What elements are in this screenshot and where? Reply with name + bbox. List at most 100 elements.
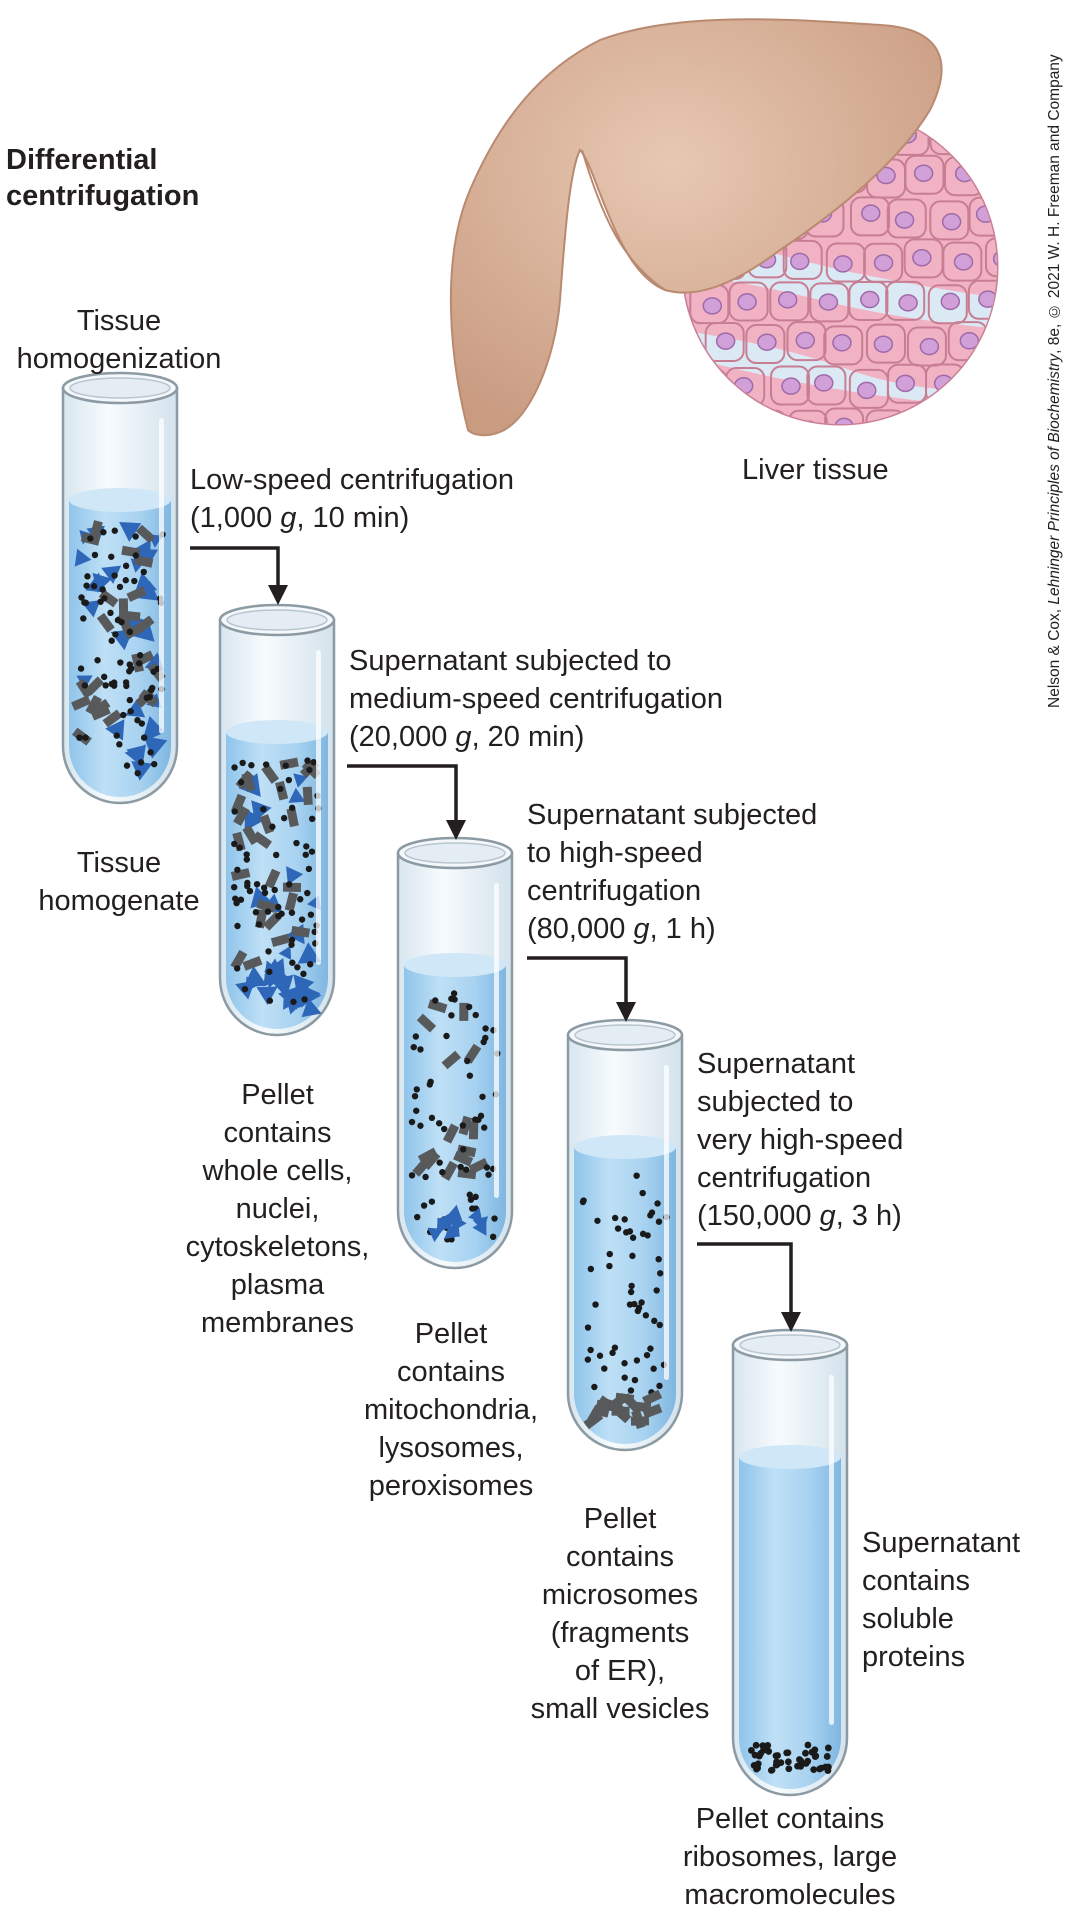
cell-nucleus xyxy=(715,332,736,350)
organelle-particle xyxy=(96,612,115,633)
nucleus-particle xyxy=(119,522,142,542)
small-particle xyxy=(824,1744,832,1752)
organelle-particle xyxy=(90,705,111,721)
hepatocyte-cell xyxy=(787,409,828,424)
tube1-top-label: Tissue homogenization xyxy=(0,302,238,378)
small-particle xyxy=(611,1214,619,1222)
tube3-line-5: peroxisomes xyxy=(368,1470,534,1502)
small-particle xyxy=(435,1120,443,1127)
small-particle xyxy=(108,680,115,688)
tube3-line-4: lysosomes, xyxy=(378,1432,524,1464)
small-particle xyxy=(410,1043,417,1051)
liquid-meniscus xyxy=(69,488,171,512)
small-particle xyxy=(111,572,118,579)
small-particle xyxy=(443,1032,450,1040)
liquid-meniscus xyxy=(574,1135,676,1159)
tube-contents xyxy=(748,1741,832,1774)
hepatocyte-cell xyxy=(865,323,906,364)
tube5-bottom-label: Pellet contains ribosomes, large macromo… xyxy=(660,1800,920,1914)
cell-nucleus xyxy=(993,418,997,424)
small-particle xyxy=(439,1169,446,1176)
small-particle xyxy=(810,1766,818,1774)
small-particle xyxy=(243,851,250,858)
step1-line-1: Low-speed centrifugation xyxy=(190,464,515,496)
step3-g-pre: (80,000 xyxy=(527,913,634,945)
small-particle xyxy=(148,686,155,694)
step2-arrow xyxy=(347,764,458,826)
small-particle xyxy=(126,696,134,704)
tube-highlight xyxy=(664,1065,669,1380)
organelle-particle xyxy=(621,1393,641,1413)
small-particle xyxy=(634,1307,642,1315)
small-particle xyxy=(78,594,85,601)
small-particle xyxy=(427,1078,434,1085)
small-particle xyxy=(123,762,131,769)
tube4-line-6: small vesicles xyxy=(530,1693,710,1725)
small-particle xyxy=(277,785,284,793)
nucleus-particle xyxy=(293,974,315,997)
small-particle xyxy=(654,1200,661,1207)
cell-nucleus xyxy=(860,290,880,309)
hepatocyte-cell xyxy=(823,325,864,366)
hepatocyte-cell xyxy=(906,410,947,424)
step4-label: Supernatant subjected to very high-speed… xyxy=(697,1045,903,1235)
hepatocyte-cell xyxy=(967,279,997,320)
cell-nucleus xyxy=(940,125,961,144)
organelle-particle xyxy=(468,1121,479,1140)
small-particle xyxy=(611,1344,619,1351)
hepatocyte-cell xyxy=(986,326,997,367)
small-particle xyxy=(614,1225,622,1232)
organelle-particle xyxy=(441,1050,462,1070)
hepatocyte-cell xyxy=(865,409,906,424)
small-particle xyxy=(134,769,141,777)
small-particle xyxy=(265,948,272,955)
small-particle xyxy=(784,1758,792,1766)
step4-line-1: Supernatant xyxy=(697,1048,856,1080)
small-particle xyxy=(482,1025,489,1032)
tube5-line-1: Pellet contains xyxy=(695,1803,885,1835)
credit-prefix: Nelson & Cox, xyxy=(1046,604,1063,708)
organelle-particle xyxy=(441,1160,458,1181)
small-particle xyxy=(794,1762,801,1770)
small-particle xyxy=(108,637,115,644)
cell-nucleus xyxy=(1020,294,1038,310)
small-particle xyxy=(113,732,120,739)
step3-line-3: centrifugation xyxy=(527,875,702,907)
organelle-particle xyxy=(261,763,280,784)
cell-nucleus xyxy=(941,213,962,231)
diagram-title: Differential centrifugation xyxy=(6,142,199,214)
small-particle xyxy=(84,573,91,580)
tube-1-homogenate xyxy=(61,371,179,805)
small-particle xyxy=(288,936,296,944)
step2-g-line: (20,000 g, 20 min) xyxy=(349,718,723,756)
small-particle xyxy=(301,996,308,1003)
small-particle xyxy=(629,1234,637,1241)
small-particle xyxy=(132,552,140,559)
organelle-particle xyxy=(608,1392,629,1411)
nucleus-particle xyxy=(270,974,294,998)
tube-liquid xyxy=(404,965,506,1262)
credit-book-title: Lehninger Principles of Biochemistry xyxy=(1046,353,1063,605)
nucleus-particle xyxy=(293,773,308,788)
hepatocyte-cell xyxy=(984,237,997,278)
small-particle xyxy=(289,959,296,966)
step2-arrowhead xyxy=(446,820,466,840)
step3-g-symbol: g xyxy=(633,913,650,945)
step4-arrow xyxy=(697,1242,793,1318)
step3-line-1: Supernatant subjected xyxy=(527,799,818,831)
small-particle xyxy=(629,1252,636,1260)
nucleus-particle xyxy=(101,565,122,584)
cell-nucleus xyxy=(898,294,918,312)
small-particle xyxy=(606,1262,613,1270)
small-particle xyxy=(459,1122,467,1129)
organelle-particle xyxy=(98,589,119,608)
small-particle xyxy=(146,693,153,701)
small-particle xyxy=(489,1233,497,1241)
tube-opening xyxy=(404,842,506,864)
small-particle xyxy=(244,879,251,887)
small-particle xyxy=(579,1198,587,1206)
small-particle xyxy=(307,961,314,968)
hepatocyte-cell xyxy=(929,200,970,241)
small-particle xyxy=(804,1757,812,1765)
nucleus-particle xyxy=(301,998,322,1018)
